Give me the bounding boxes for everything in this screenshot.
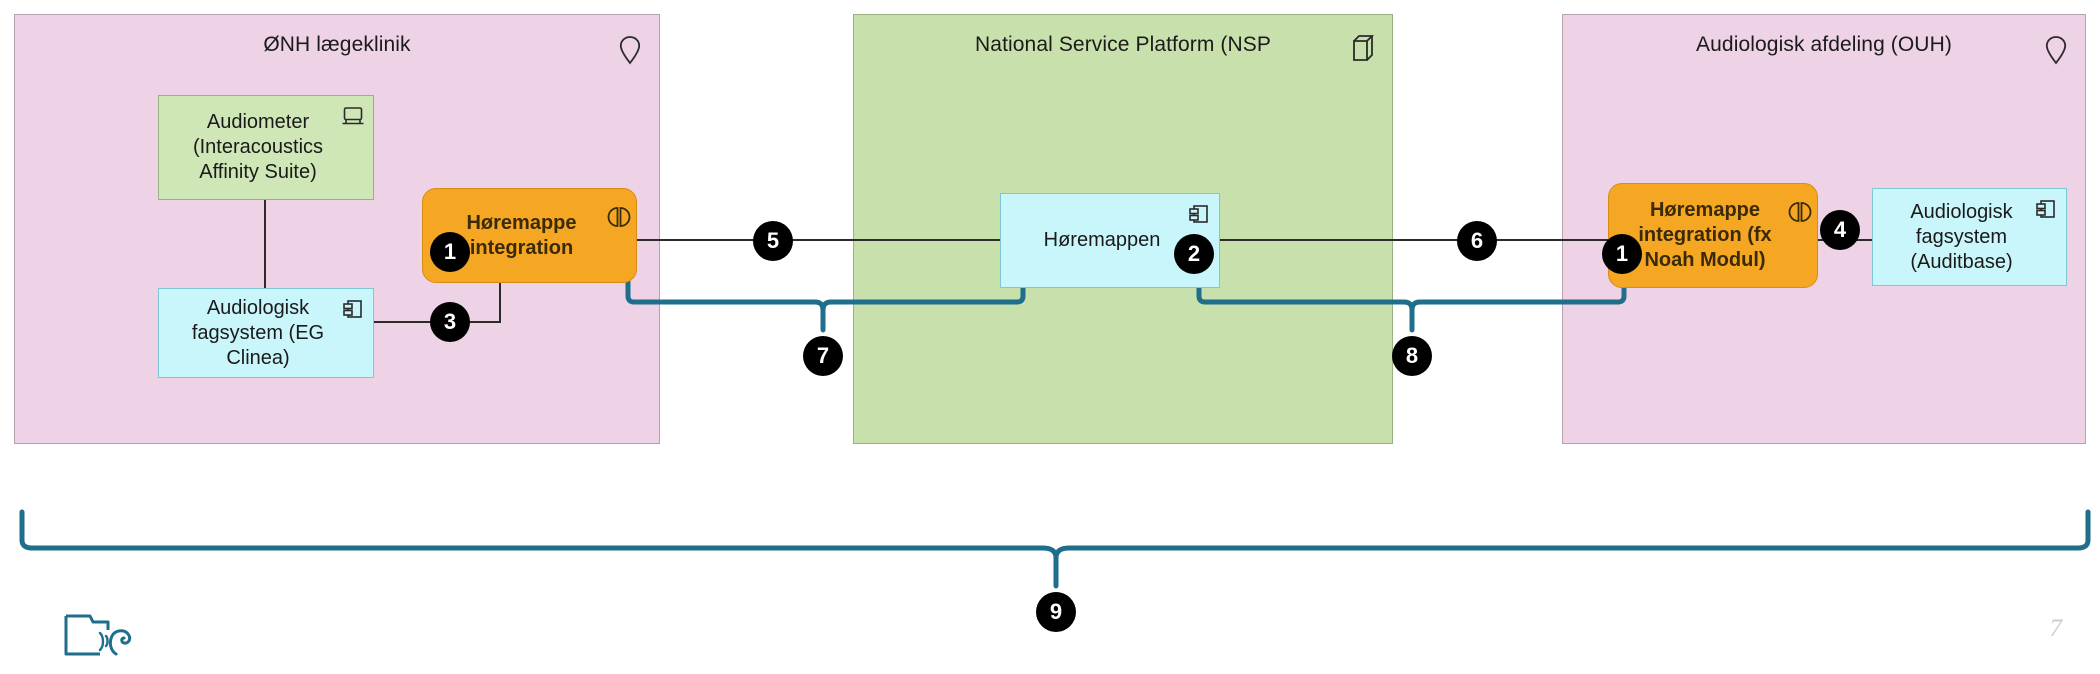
bullet-label: 1 (443, 239, 457, 264)
node-hoeremappe-integration-klinik[interactable]: Høremappe integration (422, 188, 637, 283)
node-hoeremappe-integration-ouh[interactable]: Høremappe integration (fx Noah Modul) (1608, 183, 1818, 288)
page-number: 7 (2049, 615, 2063, 642)
bullet-label: 1 (1615, 241, 1629, 266)
bullet-1-ouh[interactable]: 1 (1602, 234, 1642, 274)
component-icon (1187, 202, 1211, 226)
group-title: National Service Platform (NSP (975, 33, 1271, 56)
device-icon (341, 104, 365, 128)
node-label: Audiologisk fagsystem (EG Clinea) (191, 296, 325, 369)
bullet-7[interactable]: 7 (803, 336, 843, 376)
bullet-1-klinik[interactable]: 1 (430, 232, 470, 272)
wire-overall-scope-brace (19, 509, 2091, 589)
node-label: Audiometer (Interacoustics Affinity Suit… (192, 111, 324, 183)
node-label: Audiologisk fagsystem (Auditbase) (1910, 200, 2013, 273)
node-label: Høremappe integration (fx Noah Modul) (1638, 199, 1772, 271)
wire-fagsystem-to-integration (372, 282, 501, 323)
bullet-label: 8 (1405, 343, 1419, 368)
bullet-5[interactable]: 5 (753, 221, 793, 261)
node-label: Høremappen (1043, 229, 1161, 251)
bullet-label: 7 (816, 343, 830, 368)
bullet-8[interactable]: 8 (1392, 336, 1432, 376)
folder-ear-icon (62, 610, 146, 660)
bullet-label: 5 (766, 228, 780, 253)
wire-teal-klinik-nsp (625, 267, 1026, 333)
location-pin-icon (617, 35, 643, 65)
bullet-label: 6 (1470, 228, 1484, 253)
component-icon (341, 297, 365, 321)
location-pin-icon (2043, 35, 2069, 65)
wire-teal-nsp-ouh (1196, 269, 1627, 333)
bullet-label: 9 (1049, 599, 1063, 624)
bullet-label: 3 (443, 309, 457, 334)
node-audiometer[interactable]: Audiometer (Interacoustics Affinity Suit… (158, 95, 374, 200)
bullet-label: 2 (1187, 241, 1201, 266)
node-audiologisk-fagsystem-eg-clinea[interactable]: Audiologisk fagsystem (EG Clinea) (158, 288, 374, 378)
interface-icon (1787, 200, 1812, 224)
bullet-4[interactable]: 4 (1820, 210, 1860, 250)
group-title: ØNH lægeklinik (263, 33, 411, 56)
group-title: Audiologisk afdeling (OUH) (1696, 33, 1952, 56)
node-audiologisk-fagsystem-auditbase[interactable]: Audiologisk fagsystem (Auditbase) (1872, 188, 2067, 286)
bullet-label: 4 (1833, 217, 1847, 242)
bullet-6[interactable]: 6 (1457, 221, 1497, 261)
node-cube-icon (1350, 33, 1376, 63)
bullet-2[interactable]: 2 (1174, 234, 1214, 274)
bullet-9[interactable]: 9 (1036, 592, 1076, 632)
component-icon (2034, 197, 2058, 221)
bullet-3[interactable]: 3 (430, 302, 470, 342)
node-label: Høremappe integration (466, 211, 577, 259)
interface-icon (606, 205, 631, 229)
